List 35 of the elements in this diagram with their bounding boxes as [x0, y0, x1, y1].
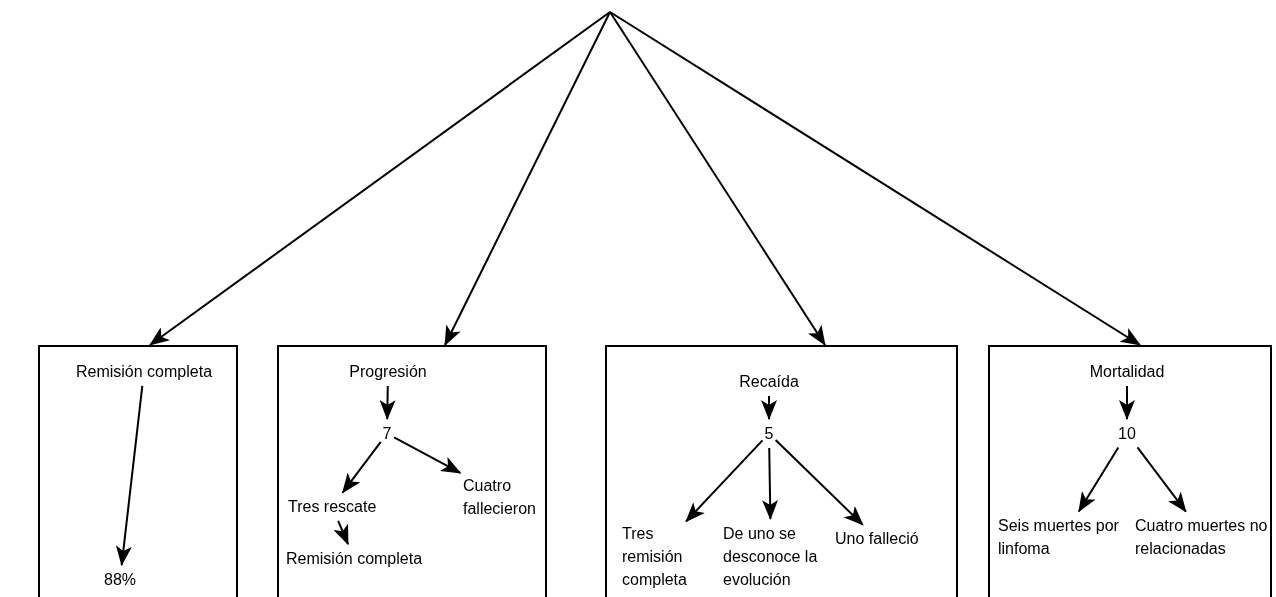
box-frame [988, 345, 1272, 597]
node-label: 7 [382, 422, 392, 445]
arrow [609, 11, 1141, 346]
box-frame [605, 345, 958, 597]
arrow [333, 519, 350, 546]
node-label: 88% [104, 568, 136, 591]
node-label: Recaída [739, 370, 799, 393]
arrow [1136, 446, 1187, 513]
arrow [1077, 446, 1120, 513]
arrow [762, 447, 779, 520]
arrow [685, 439, 764, 523]
arrow [609, 11, 826, 346]
arrow [115, 385, 144, 566]
arrow [149, 11, 611, 346]
arrow [341, 440, 382, 494]
node-label: Remisión completa [75, 360, 213, 383]
box-frame [277, 345, 547, 597]
arrow [444, 11, 611, 346]
node-label: Uno falleció [835, 527, 919, 550]
node-label: 5 [764, 422, 774, 445]
arrow [1119, 385, 1135, 420]
node-label: Seis muertes por linfoma [998, 514, 1128, 560]
arrow [379, 385, 396, 420]
node-label: Cuatro fallecieron [463, 474, 547, 520]
node-label: Mortalidad [1089, 360, 1165, 383]
node-label: Progresión [349, 360, 427, 383]
node-label: Tres rescate [288, 495, 377, 518]
node-label: De uno se desconoce la evolución [723, 522, 819, 591]
node-label: 10 [1118, 422, 1136, 445]
box-frame [38, 345, 238, 597]
arrow [774, 438, 864, 526]
node-label: Remisión completa [286, 547, 423, 570]
arrow [761, 395, 777, 420]
arrow [393, 436, 462, 474]
node-label: Cuatro muertes no relacionadas [1135, 514, 1275, 560]
